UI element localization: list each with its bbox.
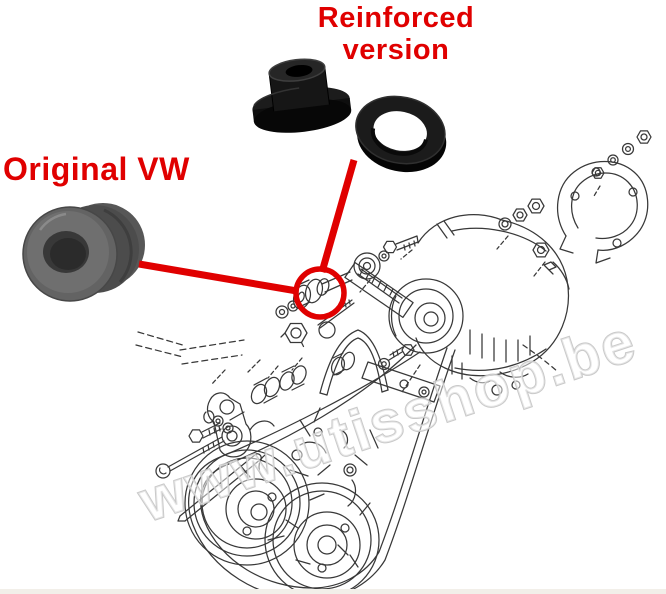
callout-line-reinforced (318, 159, 358, 273)
original-bushing-photo (22, 203, 145, 302)
callout-line-original (138, 260, 298, 295)
reinforced-washer-photo (355, 95, 447, 173)
reinforced-version-label: Reinforced version (278, 2, 514, 67)
reinforced-bushing-photo (252, 58, 352, 133)
reinforced-label-line1: Reinforced (317, 2, 475, 34)
watermark-text: www.utisshop.be (131, 308, 645, 535)
reinforced-label-line2: version (342, 34, 450, 67)
highlight-circle (293, 266, 347, 320)
scan-edge-strip (0, 589, 666, 594)
exploded-diagram (135, 130, 652, 594)
original-vw-label: Original VW (3, 151, 190, 187)
red-annotations (138, 159, 358, 320)
